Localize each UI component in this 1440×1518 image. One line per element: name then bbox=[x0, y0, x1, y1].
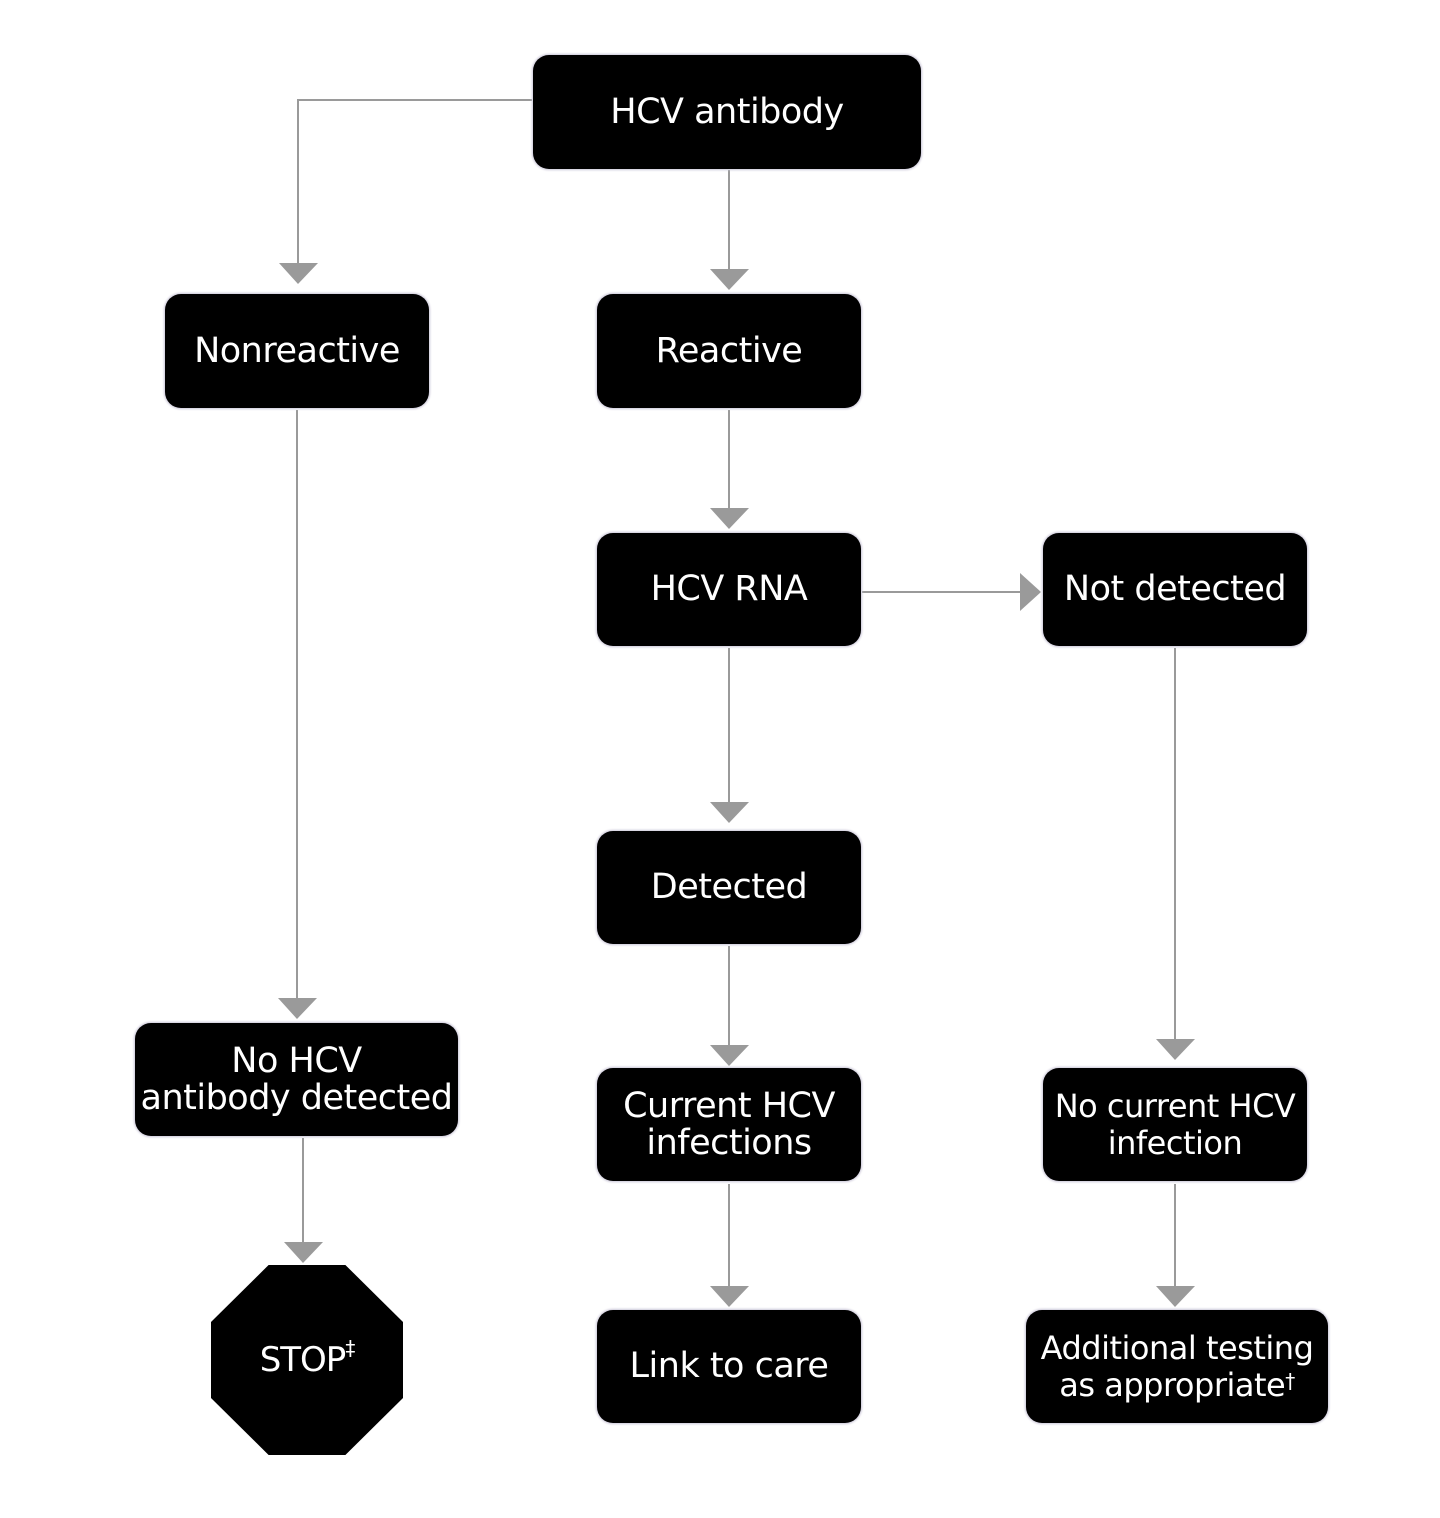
node-label: STOP bbox=[259, 1340, 347, 1380]
node-stop: STOP‡ bbox=[211, 1265, 403, 1455]
node-nonreactive: Nonreactive bbox=[165, 294, 429, 408]
node-label-line1: No current HCV bbox=[1054, 1086, 1296, 1125]
node-label-line2: as appropriate bbox=[1059, 1365, 1286, 1404]
node-label-line1: Current HCV bbox=[623, 1085, 835, 1126]
node-label-line2: infection bbox=[1107, 1123, 1243, 1162]
footnote-mark: ‡ bbox=[345, 1336, 355, 1360]
arrowhead-icon bbox=[1156, 1286, 1195, 1307]
arrowhead-icon bbox=[278, 998, 317, 1019]
node-label-line1: No HCV bbox=[231, 1040, 362, 1081]
node-additional-testing: Additional testing as appropriate† bbox=[1026, 1310, 1328, 1423]
arrowhead-icon bbox=[710, 802, 749, 823]
node-label-line2-wrap: as appropriate† bbox=[1059, 1365, 1295, 1404]
node-current-infection: Current HCV infections bbox=[597, 1068, 861, 1181]
node-label: Nonreactive bbox=[194, 330, 400, 371]
node-link-to-care: Link to care bbox=[597, 1310, 861, 1423]
node-label-line2: infections bbox=[646, 1122, 812, 1163]
node-label: Reactive bbox=[655, 330, 803, 371]
footnote-mark: † bbox=[1285, 1368, 1295, 1393]
node-detected: Detected bbox=[597, 831, 861, 944]
arrowhead-icon bbox=[710, 1045, 749, 1066]
node-label-line2: antibody detected bbox=[140, 1077, 454, 1118]
node-label: Link to care bbox=[629, 1346, 829, 1386]
arrowhead-icon bbox=[279, 263, 318, 284]
arrowhead-icon bbox=[1020, 573, 1041, 611]
arrowhead-icon bbox=[710, 508, 749, 529]
edge-antibody-to-nonreactive bbox=[297, 99, 532, 265]
node-hcv-antibody: HCV antibody bbox=[533, 55, 921, 169]
node-hcv-rna: HCV RNA bbox=[597, 533, 861, 646]
node-not-detected: Not detected bbox=[1043, 533, 1307, 646]
arrowhead-icon bbox=[284, 1242, 323, 1263]
stop-sign-icon: STOP‡ bbox=[259, 1336, 356, 1380]
node-label: HCV antibody bbox=[610, 91, 844, 132]
node-label-line1: Additional testing bbox=[1040, 1328, 1314, 1367]
node-no-antibody-detected: No HCV antibody detected bbox=[135, 1023, 458, 1136]
node-label: Not detected bbox=[1063, 569, 1287, 609]
arrowhead-icon bbox=[710, 1286, 749, 1307]
node-label: Detected bbox=[650, 867, 808, 907]
arrowhead-icon bbox=[1156, 1039, 1195, 1060]
arrowhead-icon bbox=[710, 269, 749, 290]
node-no-current-infection: No current HCV infection bbox=[1043, 1068, 1307, 1181]
node-reactive: Reactive bbox=[597, 294, 861, 408]
node-label: HCV RNA bbox=[650, 569, 808, 609]
